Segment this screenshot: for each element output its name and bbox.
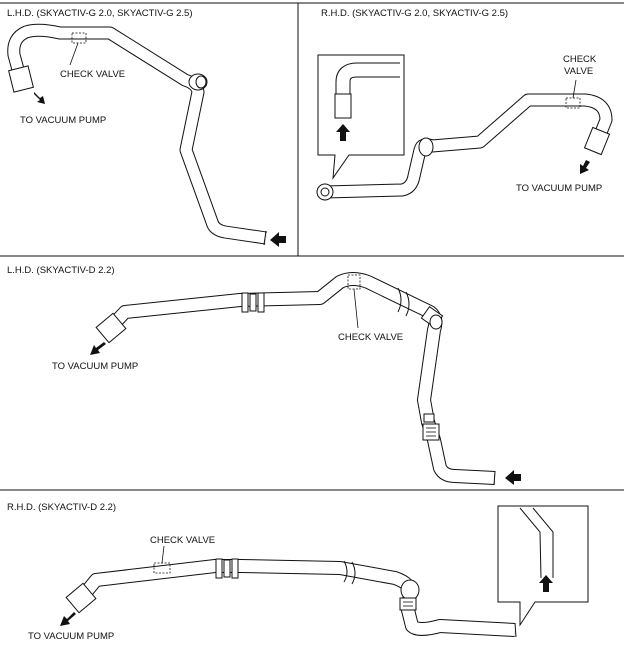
panel-top-right: R.H.D. (SKYACTIV-G 2.0, SKYACTIV-G 2.5) … (316, 8, 613, 201)
arrow-up-icon (539, 575, 553, 592)
arrow-flow-in-icon (270, 232, 286, 247)
panel-title: L.H.D. (SKYACTIV-G 2.0, SKYACTIV-G 2.5) (7, 8, 192, 19)
panel-title: R.H.D. (SKYACTIV-D 2.2) (7, 502, 116, 513)
panel-bottom: R.H.D. (SKYACTIV-D 2.2) CHECK VALVE (7, 502, 589, 642)
inset-detail-box (497, 505, 589, 627)
check-valve-label: CHECK VALVE (60, 69, 125, 80)
hose-joint (400, 579, 420, 601)
panel-dividers (0, 2, 624, 491)
panel-title: R.H.D. (SKYACTIV-G 2.0, SKYACTIV-G 2.5) (321, 8, 508, 19)
panel-middle: L.H.D. (SKYACTIV-D 2.2) CHECK VALV (7, 265, 521, 486)
vacuum-hose (7, 23, 267, 246)
to-pump-label: TO VACUUM PUMP (516, 183, 602, 194)
vacuum-hose (95, 272, 496, 486)
check-valve-marker (71, 32, 87, 44)
hose-coupler (399, 597, 417, 611)
arrow-to-pump-icon (60, 612, 76, 626)
arrow-flow-in-icon (505, 470, 521, 485)
to-pump-label: TO VACUUM PUMP (28, 631, 114, 642)
arrow-to-pump-icon (34, 92, 45, 104)
check-valve-label: CHECK VALVE (338, 332, 403, 343)
inset-detail-box (317, 54, 405, 180)
check-valve-label-line2: VALVE (564, 66, 593, 77)
hose-connector (241, 292, 249, 313)
hose-end-fitting (8, 65, 34, 93)
panel-top-left: L.H.D. (SKYACTIV-G 2.0, SKYACTIV-G 2.5) … (7, 8, 286, 247)
vacuum-hose (316, 93, 613, 201)
to-pump-label: TO VACUUM PUMP (52, 361, 138, 372)
check-valve-label-line1: CHECK (563, 54, 597, 65)
hose-joint (418, 137, 434, 157)
panel-title: L.H.D. (SKYACTIV-D 2.2) (7, 265, 115, 276)
arrow-up-icon (336, 124, 350, 141)
arrow-to-pump-icon (580, 160, 590, 174)
check-valve-label: CHECK VALVE (150, 535, 215, 546)
vacuum-hose (65, 558, 517, 638)
hose-connector (215, 558, 223, 579)
to-pump-label: TO VACUUM PUMP (20, 115, 106, 126)
arrow-to-pump-icon (90, 342, 106, 355)
